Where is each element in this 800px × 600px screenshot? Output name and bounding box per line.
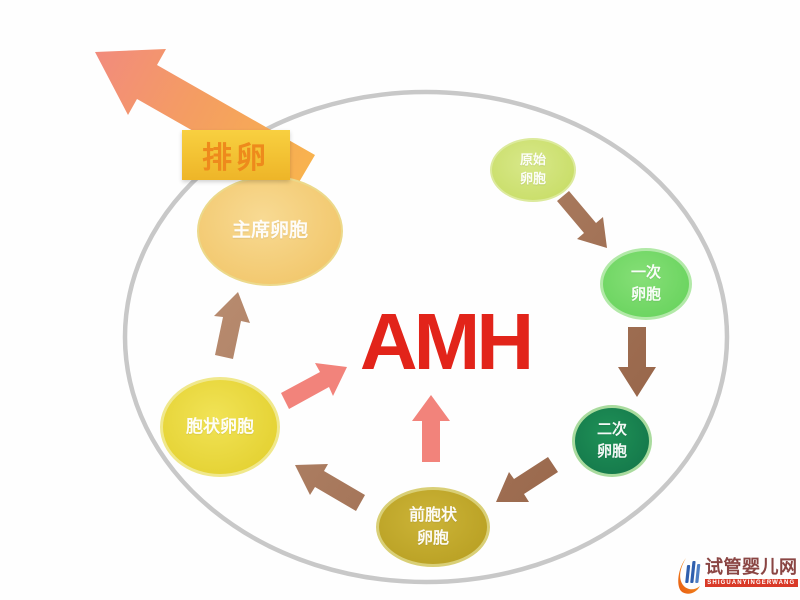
arrow-primary-to-secondary-icon <box>618 327 656 397</box>
arrow-antral-to-dominant-icon <box>214 292 250 359</box>
stage-preantral-follicle: 前胞状卵胞 <box>376 487 490 567</box>
arrow-left-to-amh-icon <box>281 363 347 409</box>
stage-label: 原始卵胞 <box>519 152 546 186</box>
stage-label: 一次卵胞 <box>630 264 661 303</box>
stage-label: 前胞状卵胞 <box>408 506 457 547</box>
ovulation-label: 排卵 <box>182 130 290 180</box>
stage-dominant-follicle: 主席卵胞 <box>197 176 343 286</box>
arrow-primordial-to-primary-icon <box>557 191 607 248</box>
arrow-up-to-amh-icon <box>412 395 450 462</box>
stage-label: 主席卵胞 <box>231 220 308 242</box>
site-logo-icon <box>678 558 701 594</box>
arrow-preantral-to-antral-icon <box>295 464 365 511</box>
stage-primordial-follicle: 原始卵胞 <box>490 138 576 202</box>
stage-secondary-follicle: 二次卵胞 <box>572 405 652 477</box>
site-name-latin: SHIGUANYINGERWANG <box>705 579 798 587</box>
watermark-text: 试管婴儿网 SHIGUANYINGERWANG <box>705 556 798 587</box>
stage-label: 二次卵胞 <box>596 421 627 460</box>
stage-label: 胞状卵胞 <box>186 416 254 436</box>
stage-primary-follicle: 一次卵胞 <box>600 248 692 320</box>
site-name: 试管婴儿网 <box>705 557 798 577</box>
amh-center-label: AMH <box>359 297 534 386</box>
stage-antral-follicle: 胞状卵胞 <box>160 377 280 477</box>
watermark: 试管婴儿网 SHIGUANYINGERWANG <box>676 556 798 596</box>
arrow-secondary-to-preantral-icon <box>496 457 558 502</box>
cycle-ellipse <box>122 89 730 585</box>
